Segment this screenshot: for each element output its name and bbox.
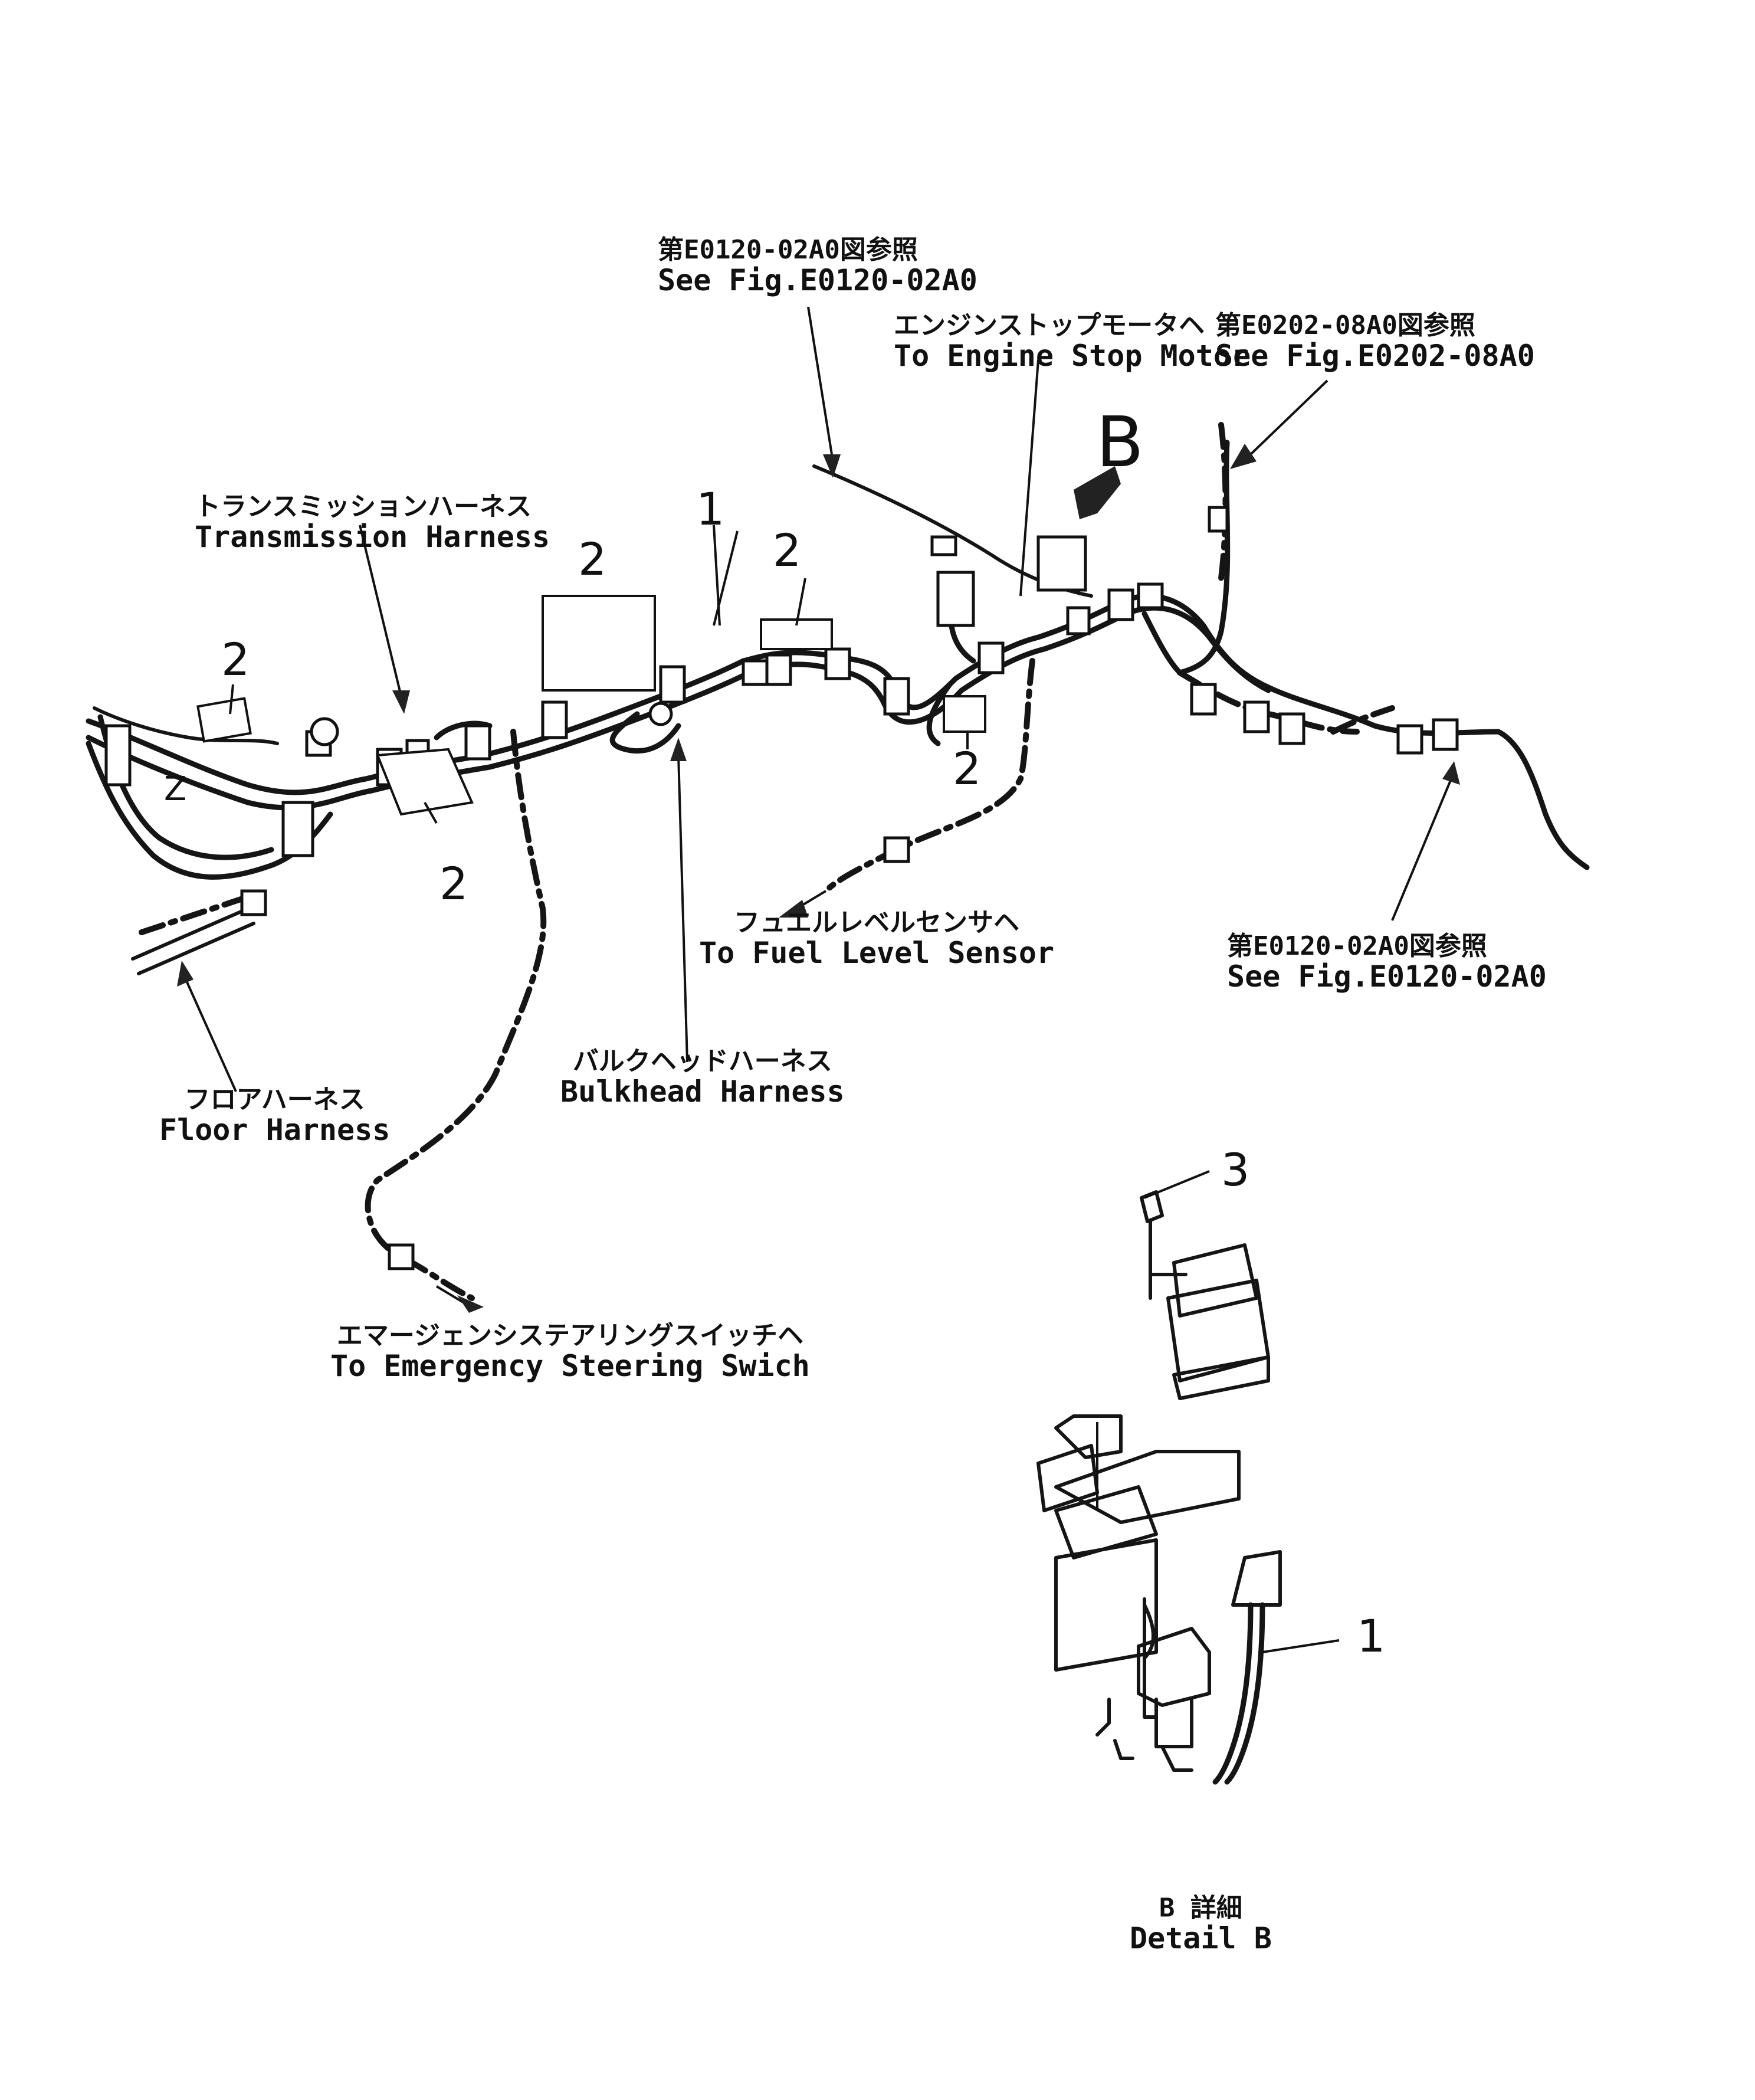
label-floor-harness-jp: フロアハーネス	[184, 1085, 365, 1115]
label-emergency-steering-jp: エマージェンシステアリングスイッチヘ	[336, 1321, 803, 1351]
label-see-fig-right: 第E0202-08A0図参照 See Fig.E0202-08A0	[1215, 312, 1535, 372]
label-see-fig-right-en: See Fig.E0202-08A0	[1215, 338, 1535, 373]
label-transmission-harness-en: Transmission Harness	[195, 519, 550, 554]
label-transmission-harness-jp: トランスミッションハーネス	[195, 492, 532, 522]
label-emergency-steering: エマージェンシステアリングスイッチヘ To Emergency Steering…	[330, 1322, 810, 1382]
callout-part-1-main: 1	[696, 483, 725, 535]
label-transmission-harness: トランスミッションハーネス Transmission Harness	[195, 493, 550, 553]
harness-connectors	[104, 506, 1459, 1270]
label-floor-harness: フロアハーネス Floor Harness	[159, 1086, 390, 1146]
dashed-harness-runs	[139, 422, 1395, 1301]
label-bulkhead-harness-en: Bulkhead Harness	[560, 1074, 845, 1109]
detail-b-marker-arrow	[1074, 466, 1121, 519]
callout-part-2-c: 2	[773, 524, 802, 576]
label-see-fig-top-en: See Fig.E0120-02A0	[658, 263, 977, 297]
label-engine-stop-motor-jp: エンジンストップモータヘ	[894, 310, 1205, 340]
label-see-fig-bottom-en: See Fig.E0120-02A0	[1227, 959, 1547, 994]
callout-part-3: 3	[1221, 1144, 1250, 1196]
label-bulkhead-harness: バルクヘッドハーネス Bulkhead Harness	[560, 1047, 845, 1108]
label-see-fig-top: 第E0120-02A0図参照 See Fig.E0120-02A0	[658, 236, 977, 296]
label-fuel-level-sensor-jp: フュエルレベルセンサヘ	[734, 908, 1020, 938]
callout-part-2-a: 2	[221, 633, 250, 686]
label-see-fig-top-jp: 第E0120-02A0図参照	[658, 235, 918, 265]
label-fuel-level-sensor: フュエルレベルセンサヘ To Fuel Level Sensor	[699, 909, 1054, 969]
label-fuel-level-sensor-en: To Fuel Level Sensor	[699, 935, 1055, 970]
label-detail-b: B 詳細 Detail B	[1130, 1894, 1272, 1954]
part-2-label-boxes	[196, 595, 986, 816]
label-floor-harness-en: Floor Harness	[159, 1112, 391, 1147]
callout-part-1-detail: 1	[1357, 1610, 1386, 1662]
label-emergency-steering-en: To Emergency Steering Swich	[330, 1348, 810, 1383]
label-see-fig-bottom: 第E0120-02A0図参照 See Fig.E0120-02A0	[1227, 932, 1547, 992]
detail-b-assembly	[1036, 1170, 1340, 1785]
label-detail-b-jp: B 詳細	[1159, 1893, 1242, 1923]
label-bulkhead-harness-jp: バルクヘッドハーネス	[572, 1046, 832, 1076]
floor-harness-stub	[131, 907, 255, 975]
label-engine-stop-motor-en: To Engine Stop Motor	[894, 338, 1249, 373]
callout-part-2-d: 2	[953, 742, 982, 795]
label-engine-stop-motor: エンジンストップモータヘ To Engine Stop Motor	[894, 312, 1249, 372]
label-see-fig-bottom-jp: 第E0120-02A0図参照	[1227, 931, 1487, 961]
label-see-fig-right-jp: 第E0202-08A0図参照	[1215, 310, 1475, 340]
callout-detail-b-marker: B	[1096, 401, 1144, 483]
callout-tag-z: Z	[164, 770, 187, 808]
label-detail-b-en: Detail B	[1130, 1921, 1272, 1955]
leader-lines	[177, 306, 1460, 1313]
callout-part-2-b: 2	[578, 533, 607, 585]
callout-part-2-e: 2	[439, 857, 468, 910]
